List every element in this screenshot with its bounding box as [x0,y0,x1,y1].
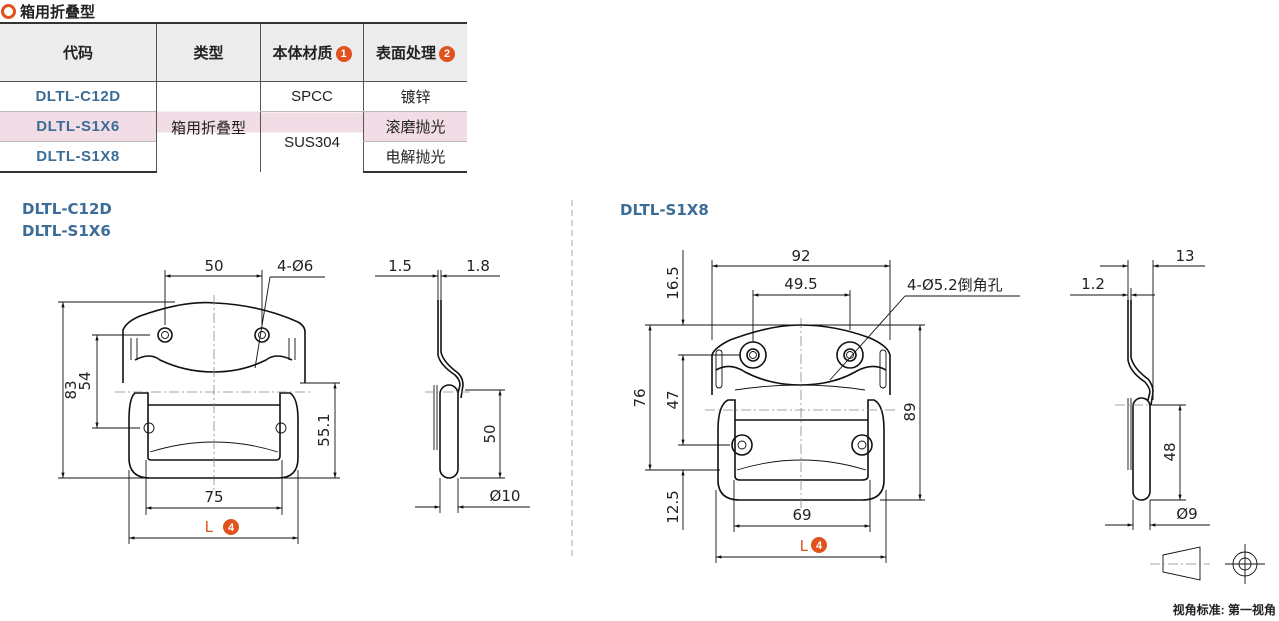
badge-2: 2 [439,46,455,62]
dim-handle-height: 55.1 [315,413,333,446]
dim-holes: 4-Ø5.2倒角孔 [907,276,1003,294]
badge-4: 4 [816,540,823,552]
badge-1: 1 [335,46,352,62]
dim-dia: Ø9 [1176,505,1197,523]
dim-length: L [800,537,809,555]
material-cell: SUS304 [260,111,364,172]
dim-height: 89 [901,402,919,421]
badge-4-icon [811,537,827,553]
dim-hole-vertical: 54 [76,371,94,390]
dim-depth: 13 [1175,247,1194,265]
dim-t1: 1.5 [388,257,412,275]
dim-height: 83 [62,380,80,399]
dim-h76: 76 [631,388,649,407]
dim-thickness: 1.2 [1081,275,1105,293]
dim-width: 92 [791,247,810,265]
code-cell[interactable]: DLTL-C12D [35,88,121,105]
dim-holes: 4-Ø6 [277,257,313,275]
dim-top-offset: 16.5 [664,266,682,299]
left-front-dimensions: 50 4-Ø6 83 54 55.1 75 L 4 [58,257,340,544]
table-row: DLTL-S1X6 SUS304 滚磨抛光 [0,111,467,172]
badge-4: 4 [228,522,235,534]
drawing-label: DLTL-C12D [22,200,112,218]
surface-cell: 镀锌 [363,81,467,112]
left-side-view: 1.5 1.8 50 Ø10 [375,257,530,513]
section-title-text: 箱用折叠型 [20,3,96,21]
type-cell: 箱用折叠型 [156,81,261,172]
header-surface-text: 表面处理 [375,45,436,62]
code-cell[interactable]: DLTL-S1X8 [0,141,157,173]
dim-side-height: 50 [481,424,499,443]
table-row: DLTL-C12D 箱用折叠型 SPCC 镀锌 [0,81,467,172]
code-cell[interactable]: DLTL-S1X6 [0,111,157,142]
dim-side-height: 48 [1161,442,1179,461]
surface-cell: 电解抛光 [363,141,467,173]
right-side-view: 13 1.2 48 Ø9 [1070,247,1210,530]
header-type: 类型 [156,22,261,82]
dim-t2: 1.8 [466,257,490,275]
header-material-text: 本体材质 [272,45,333,62]
header-code: 代码 [0,22,157,82]
dim-h47: 47 [664,390,682,409]
right-front-dimensions: 92 49.5 4-Ø5.2倒角孔 16.5 76 47 12.5 89 69 [631,247,1020,563]
dim-bottom-offset: 12.5 [664,490,682,523]
drawing-label: DLTL-S1X6 [22,222,111,240]
projection-note: 视角标准: 第一视角 [1172,603,1276,617]
badge-4-icon [223,519,239,535]
dim-inner-width: 75 [204,488,223,506]
material-cell: SPCC [260,81,364,112]
first-angle-projection-icon [1150,544,1265,584]
dim-hole-pitch: 50 [204,257,223,275]
section-title: 箱用折叠型 [0,0,95,22]
ring-bullet-icon [1,3,16,19]
dim-dia: Ø10 [490,487,521,505]
drawing-label: DLTL-S1X8 [620,201,709,219]
dim-hole-pitch: 49.5 [784,275,817,293]
left-front-view [115,295,312,490]
dim-length: L [205,518,214,536]
dim-inner-width: 69 [792,506,811,524]
surface-cell: 滚磨抛光 [363,111,467,142]
table-row: DLTL-S1X8 电解抛光 [0,141,467,173]
